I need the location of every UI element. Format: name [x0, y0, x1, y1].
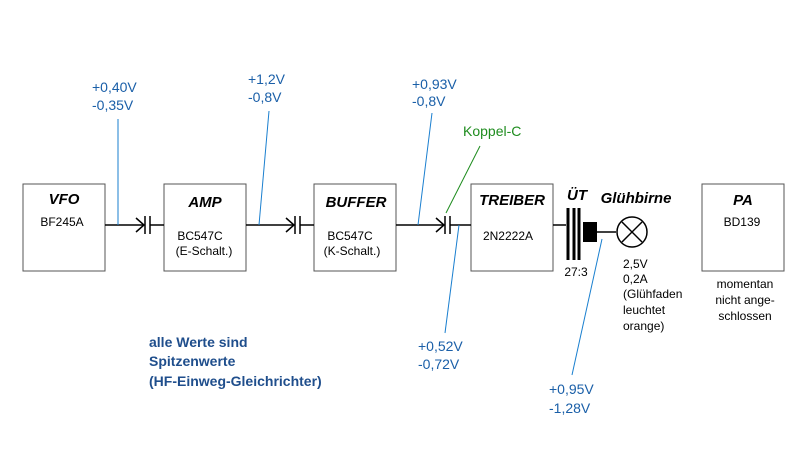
lamp-spec-1: 0,2A — [623, 272, 648, 286]
amp-part: BC547C — [177, 229, 223, 243]
amp-title: AMP — [187, 194, 222, 211]
vfo-title: VFO — [49, 191, 80, 208]
lamp-spec-4: orange) — [623, 319, 664, 333]
measurement-2: +1,2V -0,8V — [248, 71, 286, 226]
koppel-c-label: Koppel-C — [463, 123, 521, 139]
footnote: alle Werte sind Spitzenwerte (HF-Einweg-… — [149, 334, 322, 389]
measurement-2-neg: -0,8V — [248, 89, 282, 105]
measurement-4-pos: +0,52V — [418, 338, 463, 354]
transformer-ratio: 27:3 — [564, 265, 588, 279]
lamp-spec-0: 2,5V — [623, 257, 648, 271]
lamp-title: Glühbirne — [601, 190, 672, 207]
connection-amp-buffer — [246, 216, 314, 234]
measurement-1-neg: -0,35V — [92, 97, 134, 113]
pa-part: BD139 — [724, 215, 761, 229]
pa-note: momentan nicht ange- schlossen — [715, 277, 774, 323]
pa-note-0: momentan — [717, 277, 774, 291]
measurement-3-pos: +0,93V — [412, 76, 457, 92]
measurement-4-neg: -0,72V — [418, 356, 460, 372]
measurement-5-neg: -1,28V — [549, 400, 591, 416]
buffer-part: BC547C — [327, 229, 373, 243]
buffer-note: (K-Schalt.) — [324, 244, 381, 258]
amp-note: (E-Schalt.) — [176, 244, 233, 258]
footnote-line-1: Spitzenwerte — [149, 353, 236, 369]
buffer-title: BUFFER — [326, 194, 387, 211]
block-vfo: VFO BF245A — [22, 183, 106, 272]
measurement-3-neg: -0,8V — [412, 93, 446, 109]
connection-buffer-treiber — [396, 216, 471, 234]
block-amp: AMP BC547C (E-Schalt.) — [163, 183, 247, 272]
measurement-1-pos: +0,40V — [92, 79, 137, 95]
measurement-5: +0,95V -1,28V — [549, 238, 603, 416]
pa-note-1: nicht ange- — [715, 293, 774, 307]
lamp-spec-3: leuchtet — [623, 303, 666, 317]
footnote-line-2: (HF-Einweg-Gleichrichter) — [149, 373, 322, 389]
measurement-4: +0,52V -0,72V — [418, 224, 463, 372]
measurement-5-pos: +0,95V — [549, 381, 594, 397]
block-pa: PA BD139 — [701, 183, 785, 272]
pa-title: PA — [733, 192, 753, 209]
block-buffer: BUFFER BC547C (K-Schalt.) — [313, 183, 397, 272]
treiber-title: TREIBER — [479, 192, 545, 209]
lamp-spec-2: (Glühfaden — [623, 287, 682, 301]
lamp: Glühbirne 2,5V 0,2A (Glühfaden leuchtet … — [601, 190, 683, 333]
transformer-label: ÜT — [567, 187, 589, 204]
footnote-line-0: alle Werte sind — [149, 334, 248, 350]
transformer-ut: ÜT 27:3 — [553, 187, 616, 279]
treiber-part: 2N2222A — [483, 229, 533, 243]
block-treiber: TREIBER 2N2222A — [470, 183, 554, 272]
connection-vfo-amp — [105, 216, 164, 234]
vfo-part: BF245A — [40, 215, 83, 229]
measurement-2-pos: +1,2V — [248, 71, 286, 87]
measurement-1: +0,40V -0,35V — [92, 79, 137, 225]
pa-note-2: schlossen — [718, 309, 771, 323]
koppel-c-callout: Koppel-C — [445, 123, 521, 214]
measurement-3: +0,93V -0,8V — [412, 76, 457, 226]
